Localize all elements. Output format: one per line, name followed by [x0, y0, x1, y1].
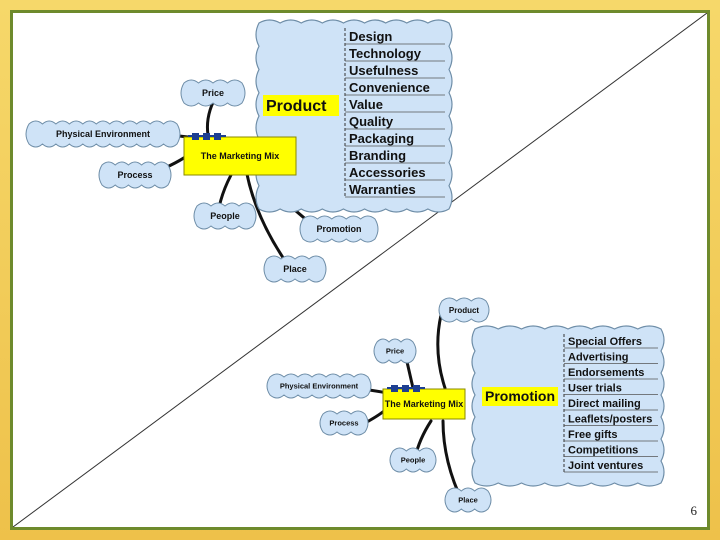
- item-user-trials: User trials: [568, 383, 622, 395]
- branch-cloud-process-label: Process: [329, 419, 358, 428]
- branch-cloud-people-label: People: [210, 211, 240, 221]
- branch-cloud-price-shape: [180, 79, 246, 107]
- branch-cloud-place-label: Place: [283, 264, 307, 274]
- branch-cloud-price-shape: [373, 338, 417, 364]
- branch-cloud-price: Price: [373, 338, 417, 364]
- product-cloud: Product DesignTechnologyUsefulnessConveni…: [255, 19, 453, 213]
- branch-cloud-place: Place: [263, 255, 327, 283]
- branch-cloud-price-label: Price: [202, 88, 224, 98]
- branch-cloud-people-label: People: [401, 456, 426, 465]
- item-endorsements: Endorsements: [568, 367, 644, 379]
- branch-cloud-physical-environment-label: Physical Environment: [56, 129, 150, 139]
- branch-cloud-promotion: Promotion: [299, 215, 379, 243]
- item-special-offers: Special Offers: [568, 336, 642, 348]
- branch-cloud-product-shape: [438, 297, 490, 323]
- item-technology: Technology: [349, 46, 422, 61]
- branch-cloud-promotion-label: Promotion: [317, 224, 362, 234]
- focus-label-product: Product: [266, 98, 327, 115]
- branch-cloud-people: People: [389, 447, 437, 473]
- center-marketing-mix-1-label: The Marketing Mix: [201, 151, 280, 161]
- branch-cloud-product-label: Product: [449, 306, 480, 315]
- branch-cloud-physical-environment-shape: [266, 373, 372, 399]
- item-warranties: Warranties: [349, 182, 416, 197]
- center-marketing-mix-2-label: The Marketing Mix: [385, 399, 464, 409]
- branch-cloud-price-label: Price: [386, 347, 404, 356]
- branch-cloud-people-shape: [193, 202, 257, 230]
- branch-cloud-physical-environment-label: Physical Environment: [280, 382, 359, 391]
- branch-product: [436, 313, 447, 390]
- branch-cloud-place-shape: [444, 487, 492, 513]
- diagonal-divider: [13, 13, 707, 527]
- branch-cloud-people-shape: [389, 447, 437, 473]
- branch-cloud-process: Process: [319, 410, 369, 436]
- promotion-cloud: Promotion Special OffersAdvertisingEndors…: [471, 325, 665, 487]
- focus-highlight: [263, 95, 339, 116]
- branch-cloud-product: Product: [438, 297, 490, 323]
- item-value: Value: [349, 97, 383, 112]
- branch-cloud-process-shape: [98, 161, 172, 189]
- branch-cloud-physical-environment: Physical Environment: [266, 373, 372, 399]
- branch-cloud-physical-environment: Physical Environment: [25, 120, 181, 148]
- item-quality: Quality: [349, 114, 394, 129]
- center-marketing-mix-2-box: [382, 388, 466, 420]
- promotion-cloud-shape: [471, 325, 665, 487]
- item-joint-ventures: Joint ventures: [568, 460, 643, 472]
- item-direct-mailing: Direct mailing: [568, 398, 641, 410]
- branch-cloud-process-label: Process: [117, 170, 152, 180]
- focus-label-promotion: Promotion: [485, 388, 555, 404]
- item-design: Design: [349, 29, 392, 44]
- item-competitions: Competitions: [568, 445, 638, 457]
- branch-cloud-process: Process: [98, 161, 172, 189]
- item-packaging: Packaging: [349, 131, 414, 146]
- branch-cloud-place: Place: [444, 487, 492, 513]
- branch-cloud-process-shape: [319, 410, 369, 436]
- center-marketing-mix-1-box: [183, 136, 297, 176]
- item-leaflets-posters: Leaflets/posters: [568, 414, 652, 426]
- branch-cloud-promotion-shape: [299, 215, 379, 243]
- branch-cloud-physical-environment-shape: [25, 120, 181, 148]
- focus-highlight: [482, 387, 558, 406]
- branch-cloud-people: People: [193, 202, 257, 230]
- item-accessories: Accessories: [349, 165, 426, 180]
- item-usefulness: Usefulness: [349, 63, 418, 78]
- item-convenience: Convenience: [349, 80, 430, 95]
- branch-cloud-place-shape: [263, 255, 327, 283]
- item-branding: Branding: [349, 148, 406, 163]
- center-marketing-mix-1: The Marketing Mix: [183, 133, 297, 176]
- branch-cloud-place-label: Place: [458, 496, 478, 505]
- item-free-gifts: Free gifts: [568, 429, 618, 441]
- branch-cloud-price: Price: [180, 79, 246, 107]
- page-number: 6: [690, 503, 698, 518]
- item-advertising: Advertising: [568, 352, 629, 364]
- center-marketing-mix-2: The Marketing Mix: [382, 385, 466, 420]
